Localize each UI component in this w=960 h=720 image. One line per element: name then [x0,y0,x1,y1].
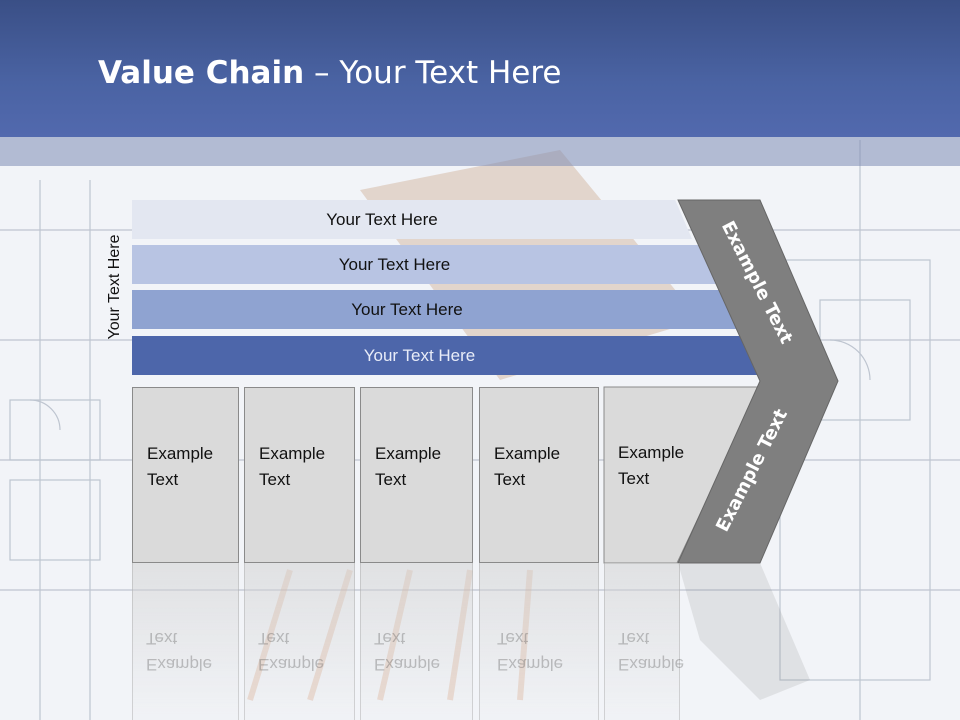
header-band [0,137,960,166]
box-1-line2: Text [147,470,179,489]
example-box-3: Example Text [360,387,473,563]
box-2-line1: Example [259,444,326,463]
box-1-line1: Example [147,444,214,463]
bar-2-label: Your Text Here [338,254,451,274]
example-box-2: Example Text [244,387,355,563]
title-rest: – Your Text Here [304,55,562,91]
box-3-line2: Text [375,470,407,489]
bar-3-label: Your Text Here [351,299,463,319]
box-4-line2: Text [494,470,526,489]
box-2-line2: Text [259,470,291,489]
example-box-1: Example Text [132,387,239,563]
bar-4: Your Text Here [132,336,767,375]
bar-2: Your Text Here [132,245,717,284]
vertical-label: Your Text Here [106,234,123,340]
box-5-line2: Text [618,469,650,488]
bar-3: Your Text Here [132,290,742,329]
header-banner [0,0,960,137]
slide-title: Value Chain – Your Text Here [98,55,561,91]
box-4-line1: Example [494,444,561,463]
bar-1-label: Your Text Here [326,209,438,229]
box-5-line1: Example [618,443,685,462]
example-box-4: Example Text [479,387,599,563]
box-3-line1: Example [375,444,442,463]
title-bold: Value Chain [98,55,305,91]
bar-4-label: Your Text Here [363,345,476,365]
bar-1: Your Text Here [132,200,692,239]
example-box-5: Example Text [604,387,724,563]
